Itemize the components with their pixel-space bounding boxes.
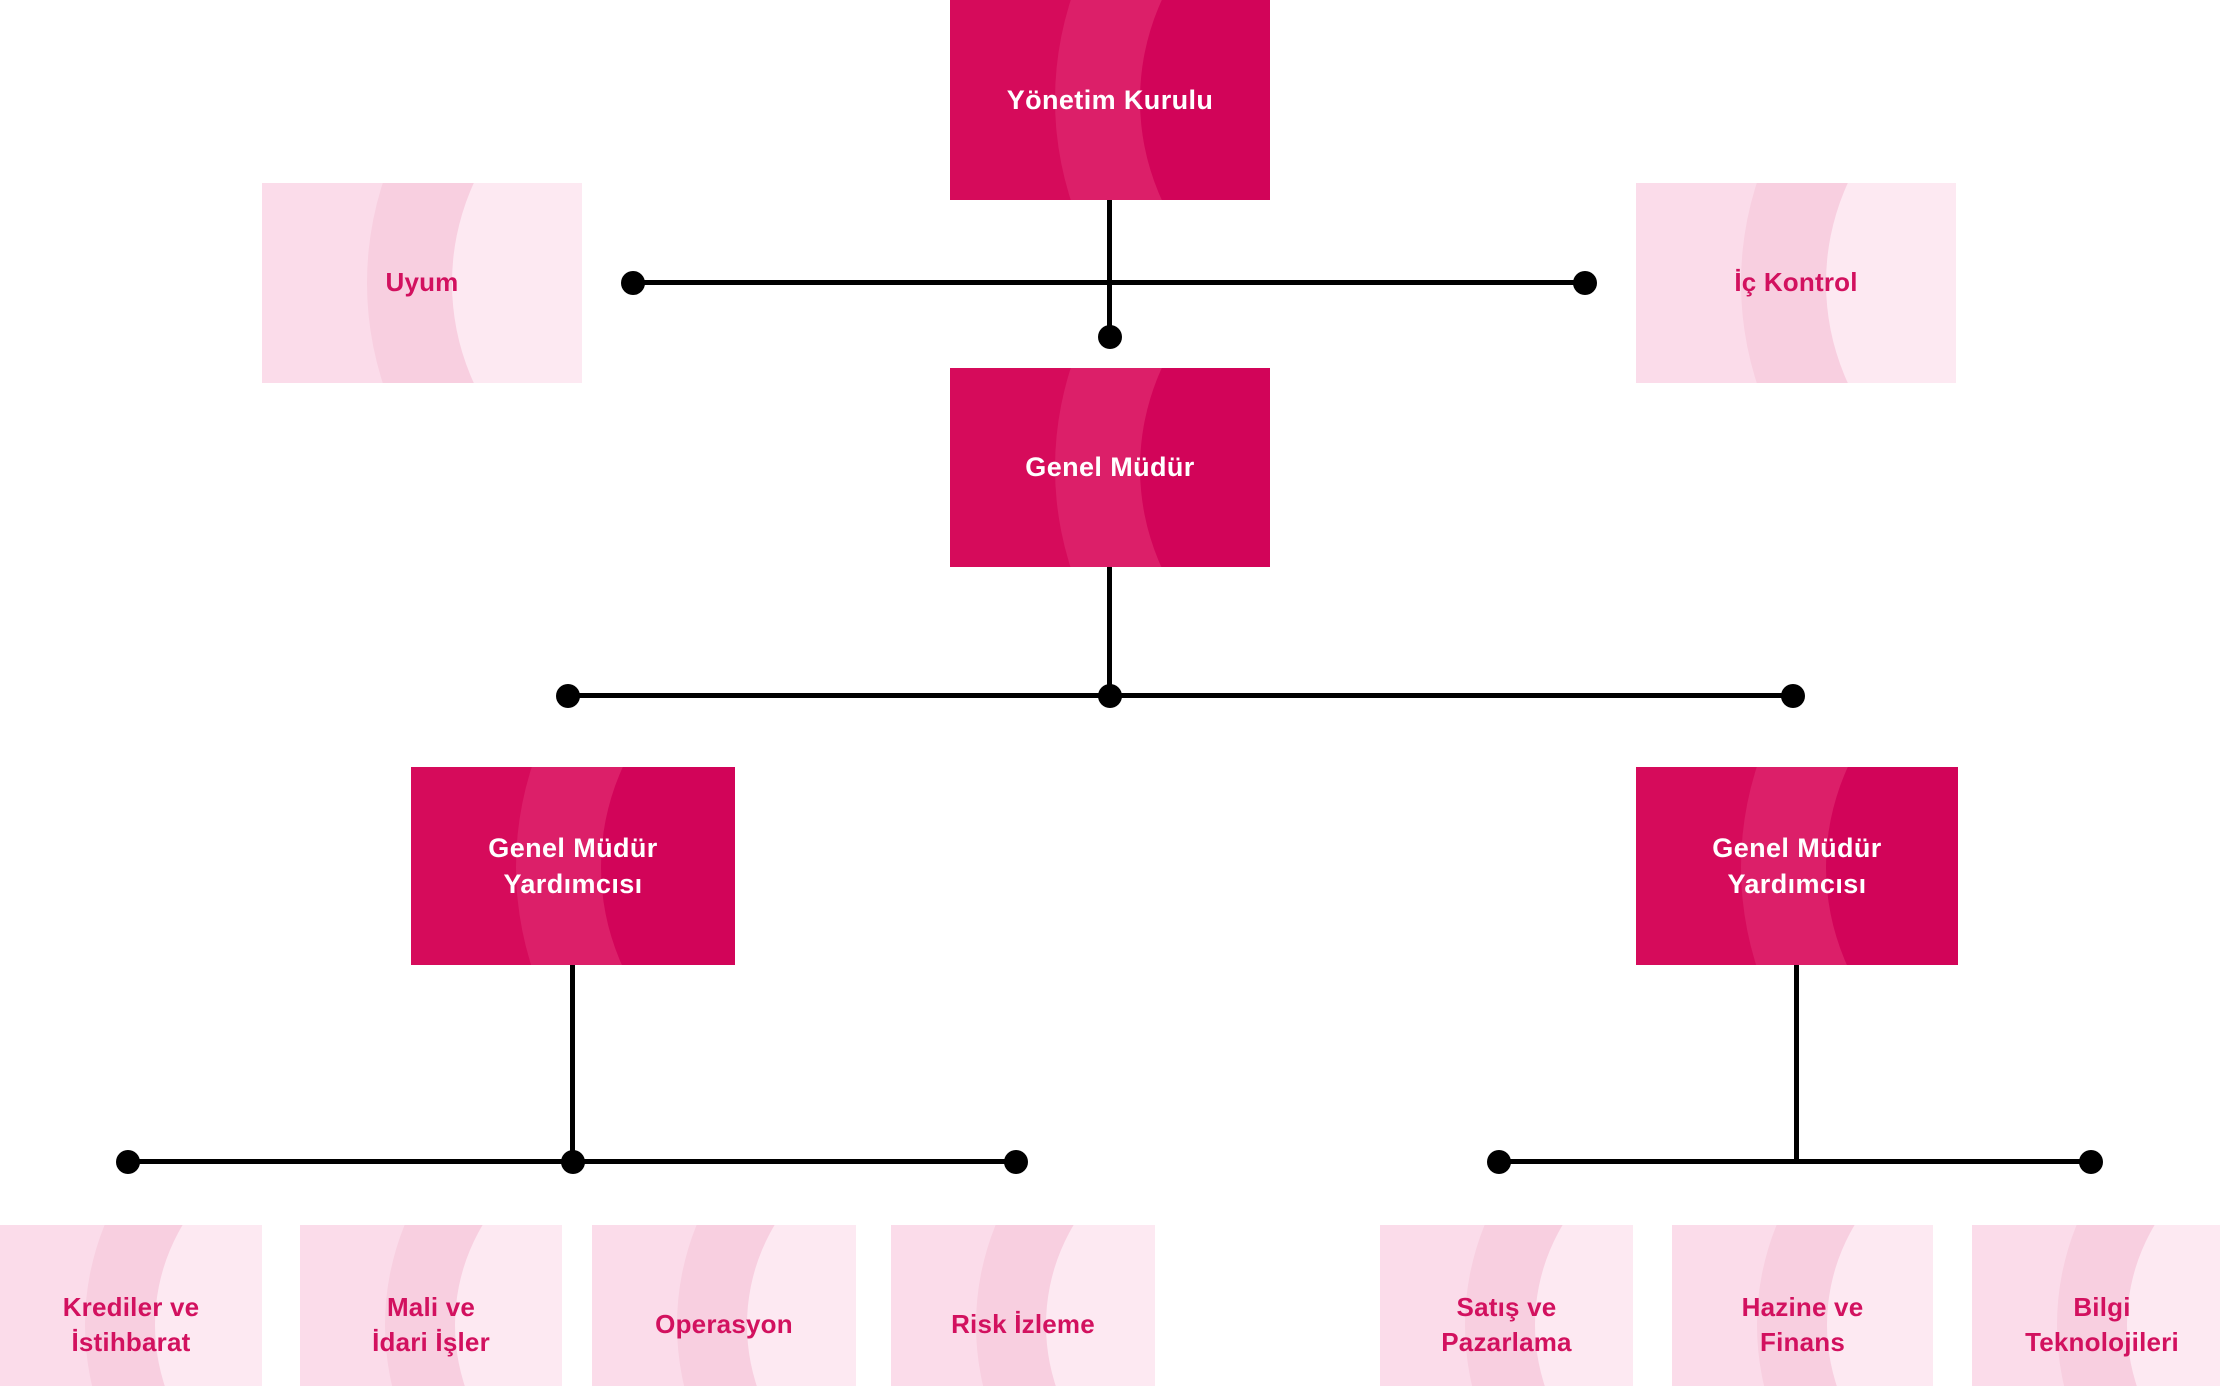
node-genel-mudur: Genel Müdür: [950, 368, 1270, 567]
node-label: Mali ve İdari İşler: [372, 1291, 490, 1357]
junction-dot-dept-right-start: [1487, 1150, 1511, 1174]
node-label: Operasyon: [655, 1309, 793, 1340]
node-label: Genel Müdür Yardımcısı: [488, 832, 658, 899]
junction-dot-dept-left-start: [116, 1150, 140, 1174]
node-uyum: Uyum: [262, 183, 582, 383]
node-hazine-ve-finans: Hazine ve Finans: [1672, 1225, 1933, 1386]
junction-dot-deputies-center: [1098, 684, 1122, 708]
node-label: İç Kontrol: [1734, 267, 1858, 298]
node-krediler-ve-istihbarat: Krediler ve İstihbarat: [0, 1225, 262, 1386]
node-risk-izleme: Risk İzleme: [891, 1225, 1155, 1386]
junction-dot-dept-left-end: [1004, 1150, 1028, 1174]
decor-circle-inner: [747, 1225, 856, 1386]
connector-deputy-right-vertical: [1794, 965, 1799, 1160]
decor-circle-outer: [976, 1225, 1155, 1386]
node-label: Hazine ve Finans: [1741, 1291, 1864, 1357]
node-label: Satış ve Pazarlama: [1441, 1291, 1572, 1357]
node-genel-mudur-yardimcisi-left: Genel Müdür Yardımcısı: [411, 767, 735, 965]
junction-dot-staff-right: [1573, 271, 1597, 295]
decor-circle-inner: [1046, 1225, 1155, 1386]
junction-dot-deputies-right: [1781, 684, 1805, 708]
node-ic-kontrol: İç Kontrol: [1636, 183, 1956, 383]
node-bilgi-teknolojileri: Bilgi Teknolojileri: [1972, 1225, 2220, 1386]
junction-dot-staff-left: [621, 271, 645, 295]
connector-deputies-horizontal: [568, 693, 1793, 698]
connector-departments-right-horizontal: [1499, 1159, 2091, 1164]
node-label: Risk İzleme: [951, 1309, 1095, 1340]
node-label: Uyum: [385, 267, 459, 298]
junction-dot-dept-right-end: [2079, 1150, 2103, 1174]
node-satis-ve-pazarlama: Satış ve Pazarlama: [1380, 1225, 1633, 1386]
node-label: Genel Müdür: [1025, 452, 1195, 483]
decor-circle-outer: [677, 1225, 856, 1386]
node-yonetim-kurulu: Yönetim Kurulu: [950, 0, 1270, 200]
node-label: Genel Müdür Yardımcısı: [1712, 832, 1882, 899]
node-operasyon: Operasyon: [592, 1225, 856, 1386]
node-label: Yönetim Kurulu: [1006, 84, 1214, 115]
node-label: Krediler ve İstihbarat: [62, 1291, 200, 1357]
junction-dot-gm-top: [1098, 325, 1122, 349]
connector-staff-horizontal: [633, 280, 1585, 285]
connector-deputy-left-vertical: [570, 965, 575, 1160]
connector-gm-to-deputies-vertical: [1107, 567, 1112, 694]
decor-circle-inner: [452, 183, 582, 383]
connector-root-to-gm-vertical: [1107, 200, 1112, 330]
node-label: Bilgi Teknolojileri: [2025, 1291, 2179, 1357]
node-genel-mudur-yardimcisi-right: Genel Müdür Yardımcısı: [1636, 767, 1958, 965]
junction-dot-dept-left-center: [561, 1150, 585, 1174]
junction-dot-deputies-left: [556, 684, 580, 708]
node-mali-ve-idari-isler: Mali ve İdari İşler: [300, 1225, 562, 1386]
